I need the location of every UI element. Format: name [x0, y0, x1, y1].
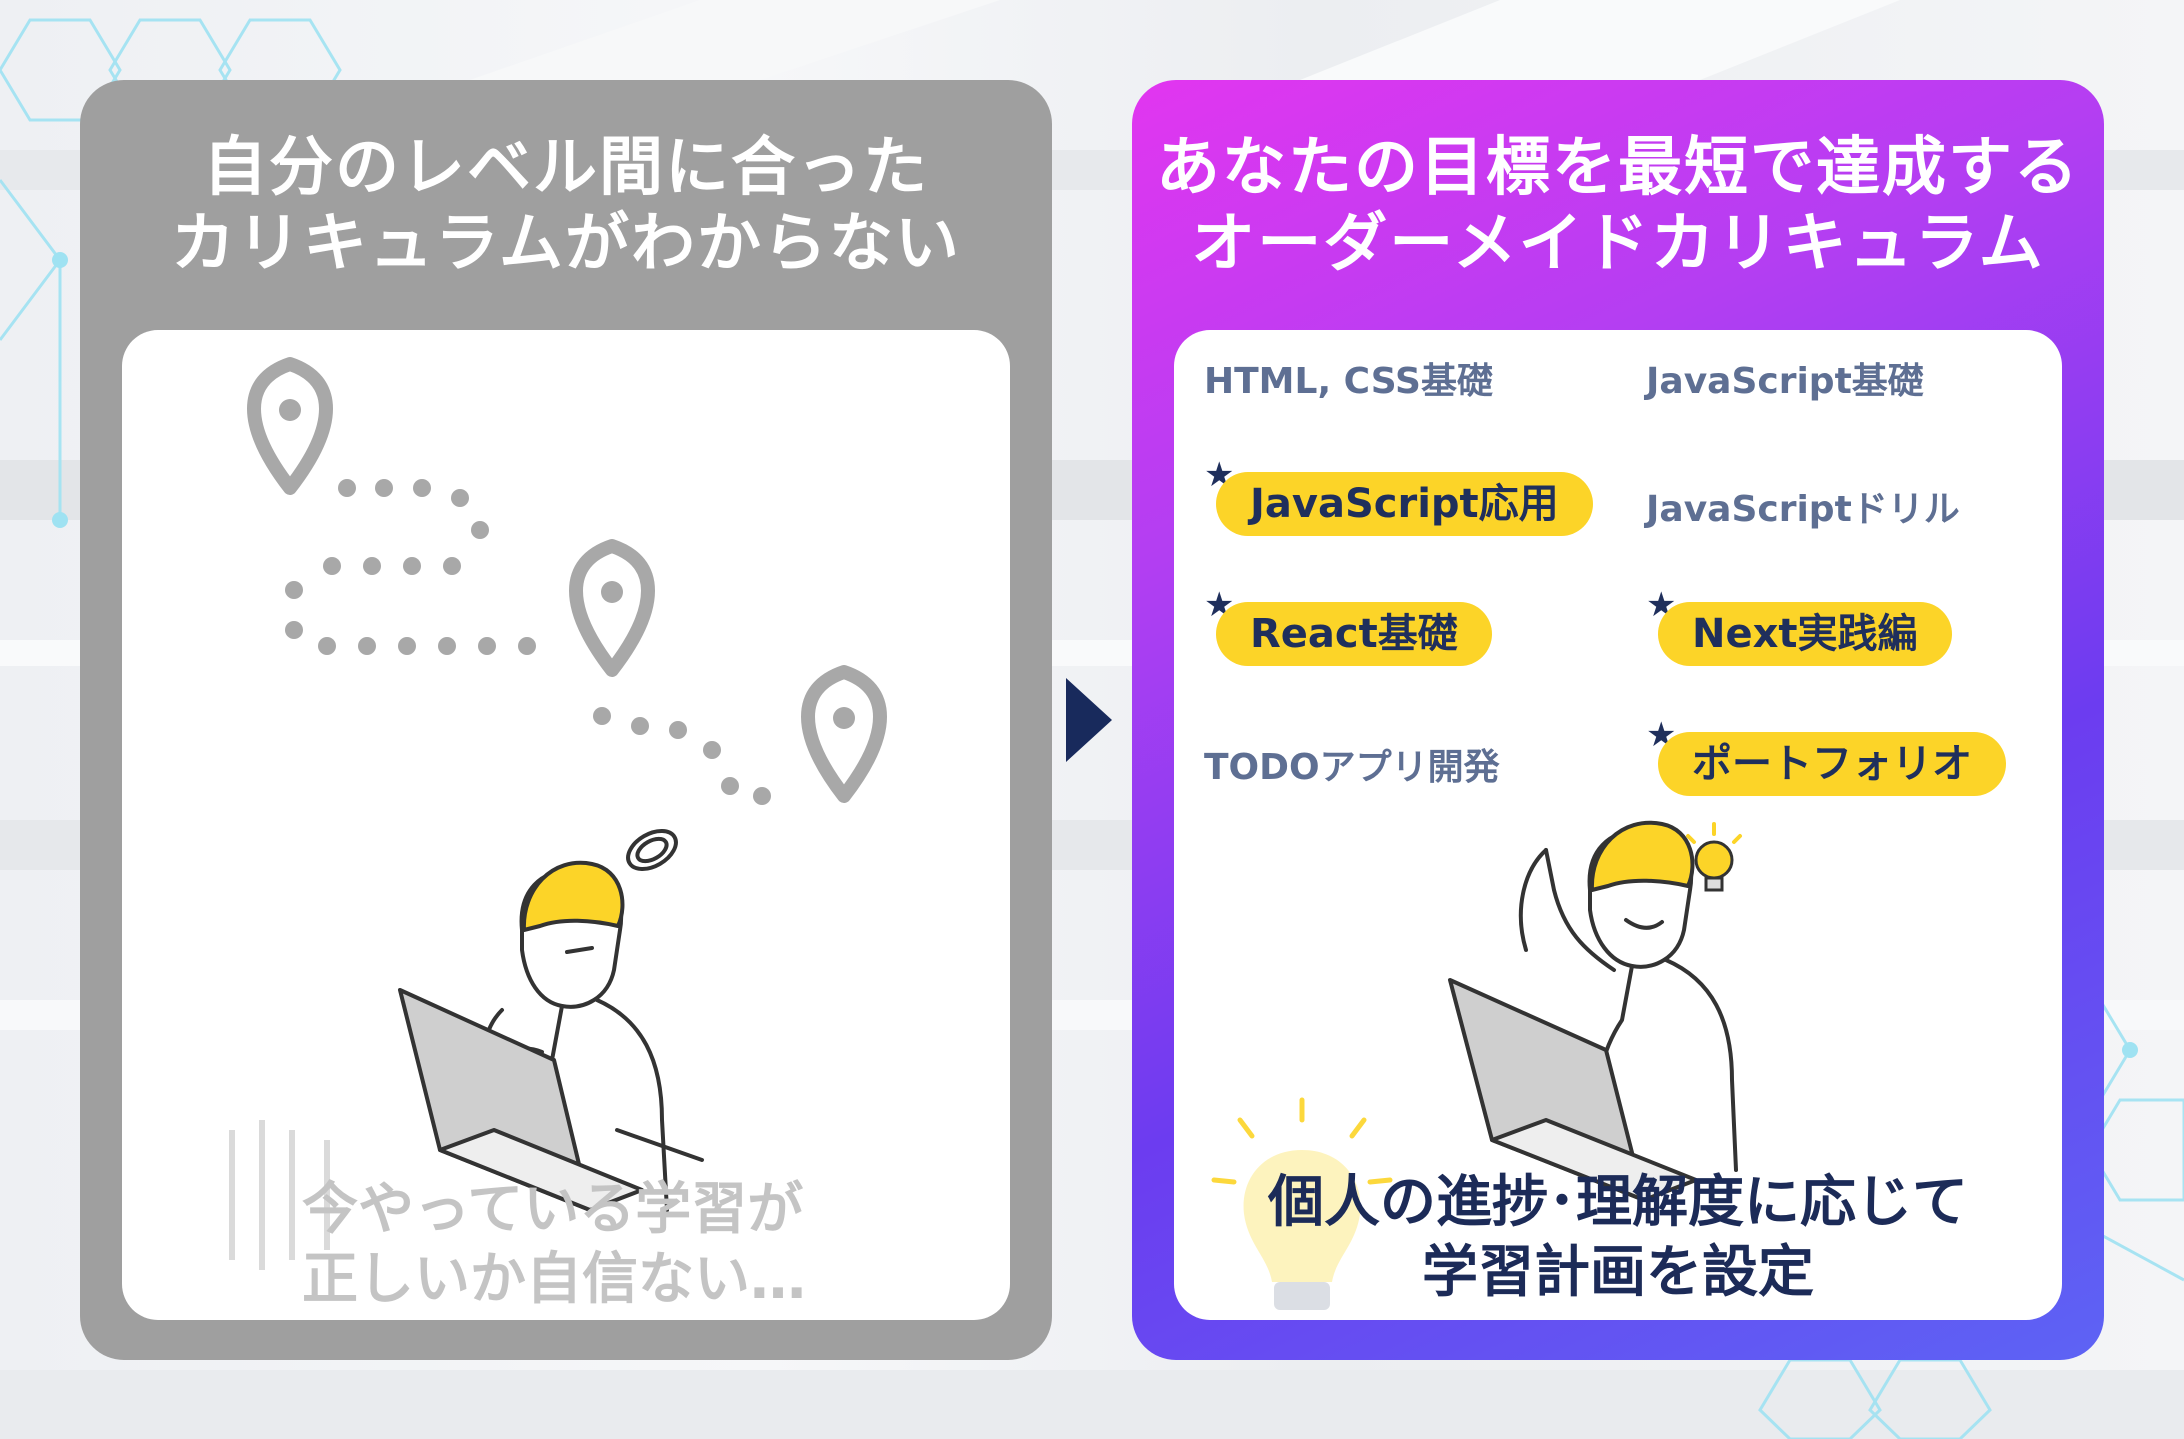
curriculum-topic-highlighted: Next実践編 [1658, 602, 1952, 666]
problem-caption-line2: 正しいか自信ない… [302, 1247, 806, 1312]
confused-learner-illustration [229, 357, 887, 1270]
solution-caption-line1: 個人の進捗･理解度に応じて [1268, 1170, 1968, 1235]
problem-panel: 自分のレベル間に合った カリキュラムがわからない [80, 80, 1052, 1360]
solution-panel: あなたの目標を最短で達成する オーダーメイドカリキュラム HTML, CSS基礎… [1132, 80, 2104, 1360]
map-pin-icon [569, 539, 655, 677]
problem-caption: 今やっている学習が 正しいか自信ない… [302, 1175, 806, 1315]
curriculum-topic: JavaScriptドリル [1646, 489, 1960, 530]
problem-caption-line1: 今やっている学習が [302, 1177, 804, 1242]
curriculum-topic-highlighted: JavaScript応用 [1216, 472, 1593, 536]
curriculum-topic: HTML, CSS基礎 [1204, 361, 1493, 402]
problem-card: 今やっている学習が 正しいか自信ない… [122, 330, 1010, 1320]
curriculum-topic-highlighted: ポートフォリオ [1658, 732, 2006, 796]
problem-title-line2: カリキュラムがわからない [170, 207, 962, 281]
map-pin-icon [247, 357, 333, 495]
solution-title-line2: オーダーメイドカリキュラム [1191, 207, 2045, 281]
problem-title: 自分のレベル間に合った カリキュラムがわからない [80, 130, 1052, 282]
map-pin-icon [801, 665, 887, 803]
right-arrow-icon [1066, 678, 1112, 762]
solution-title: あなたの目標を最短で達成する オーダーメイドカリキュラム [1132, 130, 2104, 282]
curriculum-topic: TODOアプリ開発 [1204, 747, 1500, 788]
solution-title-line1: あなたの目標を最短で達成する [1156, 131, 2080, 205]
problem-title-line1: 自分のレベル間に合った [203, 131, 929, 205]
solution-caption-line2: 学習計画を設定 [1422, 1240, 1814, 1305]
curriculum-topic-highlighted: React基礎 [1216, 602, 1492, 666]
solution-caption: 個人の進捗･理解度に応じて 学習計画を設定 [1174, 1168, 2062, 1308]
curriculum-card: HTML, CSS基礎 JavaScript基礎 ★ JavaScript応用 … [1174, 330, 2062, 1320]
lightbulb-icon [1686, 822, 1742, 892]
curriculum-topic: JavaScript基礎 [1646, 361, 1924, 402]
dotted-route [285, 479, 771, 805]
